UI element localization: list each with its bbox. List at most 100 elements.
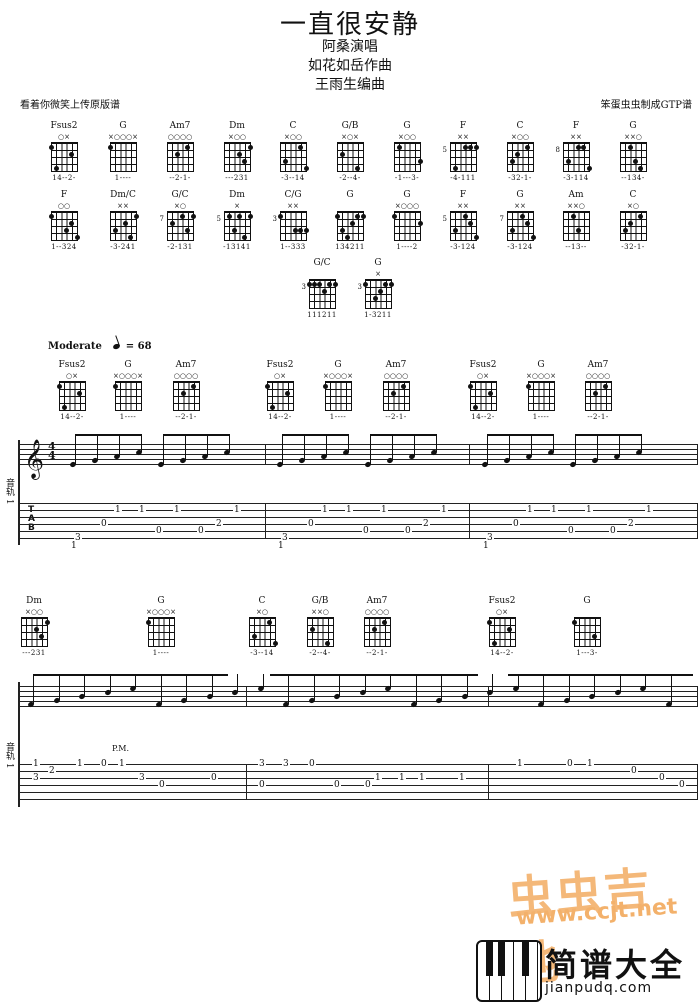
- finger-dot: [242, 235, 248, 240]
- chord-name: Fsus2: [469, 360, 497, 370]
- chord-diagram: G/C×○7-2-131: [160, 190, 200, 251]
- note-stem: [641, 434, 642, 452]
- tab-fret: 0: [609, 526, 617, 536]
- finger-dot: [145, 620, 151, 625]
- fret-number: 3: [272, 215, 277, 223]
- finger-dot: [191, 384, 197, 389]
- tab-fret: 1: [345, 505, 353, 515]
- fretboard-grid: [279, 142, 309, 172]
- tab-fret: 0: [512, 519, 520, 529]
- tab-fret: 1: [70, 541, 78, 551]
- finger-dot: [355, 214, 361, 219]
- tab-fret: 1: [418, 773, 426, 783]
- chord-name: C: [516, 121, 524, 131]
- fretboard-grid: [248, 617, 278, 647]
- chord-diagram: Dm×5-13141: [217, 190, 257, 251]
- fretboard-grid: [223, 142, 253, 172]
- system-bracket: [18, 440, 20, 545]
- chord-name: Am7: [175, 360, 197, 370]
- track-label: 音轨 1: [4, 478, 14, 505]
- finger-dot: [327, 282, 333, 287]
- chord-name: Fsus2: [266, 360, 294, 370]
- finger-dot: [520, 214, 526, 219]
- finger-dot: [251, 634, 257, 639]
- chord-diagram: Fsus2○×14--2-: [260, 360, 300, 421]
- fingering: --13--: [565, 243, 587, 251]
- string-markers: ××: [457, 133, 469, 141]
- tab-fret: 0: [308, 759, 316, 769]
- string-markers: ○×: [66, 372, 78, 380]
- string-markers: ○○○○: [585, 372, 611, 380]
- string-markers: ×○: [256, 608, 268, 616]
- chord-diagram: F××8-3-114: [556, 121, 596, 182]
- fingering: --2-1-: [169, 174, 191, 182]
- note-stem: [304, 434, 305, 460]
- chord-diagram: G 134211: [330, 190, 370, 251]
- string-markers: ×○○○: [394, 202, 420, 210]
- fretboard-grid: 5: [217, 211, 253, 241]
- fingering: -4-111: [450, 174, 476, 182]
- finger-dot: [322, 384, 328, 389]
- tab-fret: 0: [630, 766, 638, 776]
- fretboard-grid: [467, 381, 497, 411]
- finger-dot: [372, 296, 378, 301]
- finger-dot: [306, 282, 312, 287]
- chord-name: C: [629, 190, 637, 200]
- chord-diagram: G/B××○-2--4-: [300, 596, 340, 657]
- fretboard-grid: [20, 617, 50, 647]
- tab-fret: 1: [173, 505, 181, 515]
- string-markers: ××○: [311, 608, 329, 616]
- chord-diagram: Dm×○○---231: [217, 121, 257, 182]
- finger-dot: [61, 405, 67, 410]
- fingering: -3--14: [250, 649, 274, 657]
- fretboard-grid: 5: [443, 211, 479, 241]
- finger-dot: [169, 221, 175, 226]
- tab-fret: 0: [100, 759, 108, 769]
- chord-diagram: G×○○○×1----: [318, 360, 358, 421]
- string-markers: ××: [570, 133, 582, 141]
- finger-dot: [322, 289, 328, 294]
- finger-dot: [507, 627, 513, 632]
- fingering: 14--2-: [490, 649, 514, 657]
- fretboard-grid: [486, 617, 516, 647]
- tab-fret: 3: [138, 773, 146, 783]
- tab-fret: 0: [566, 759, 574, 769]
- chord-diagram: Am7○○○○--2-1-: [578, 360, 618, 421]
- tab-fret: 1: [645, 505, 653, 515]
- note-stem: [186, 674, 187, 700]
- chord-diagram: C×○○-3--14: [273, 121, 313, 182]
- finger-dot: [316, 282, 322, 287]
- note-stem: [33, 674, 34, 704]
- tab-fret: 0: [155, 526, 163, 536]
- finger-dot: [277, 214, 283, 219]
- note-stem: [237, 674, 238, 692]
- tab-fret: 0: [364, 780, 372, 790]
- finger-dot: [339, 228, 345, 233]
- note-stem: [348, 434, 349, 452]
- string-markers: ×○○: [283, 133, 303, 141]
- finger-dot: [298, 145, 304, 150]
- fretboard-grid: [56, 381, 86, 411]
- chord-diagram: F××5-3-124: [443, 190, 483, 251]
- string-markers: ○○○○: [173, 372, 199, 380]
- fretboard-grid: [562, 211, 590, 241]
- chord-diagram: G×○○-1---3-: [387, 121, 427, 182]
- tab-fret: 0: [404, 526, 412, 536]
- fretboard-grid: [382, 381, 410, 411]
- tab-fret: 0: [210, 773, 218, 783]
- note-stem: [160, 674, 162, 704]
- finger-dot: [378, 289, 384, 294]
- tab-fret: 3: [74, 533, 82, 543]
- finger-dot: [303, 166, 309, 171]
- fretboard-grid: 7: [500, 211, 536, 241]
- tempo-mark: Moderate = 68: [48, 341, 152, 352]
- note-stem: [531, 434, 532, 456]
- chord-name: Dm: [229, 190, 245, 200]
- string-markers: ××: [287, 202, 299, 210]
- string-markers: ×○: [174, 202, 186, 210]
- chord-name: G/C: [171, 190, 189, 200]
- finger-dot: [576, 228, 582, 233]
- finger-dot: [592, 391, 598, 396]
- chord-diagram: Fsus2○×14--2-: [482, 596, 522, 657]
- finger-dot: [298, 228, 304, 233]
